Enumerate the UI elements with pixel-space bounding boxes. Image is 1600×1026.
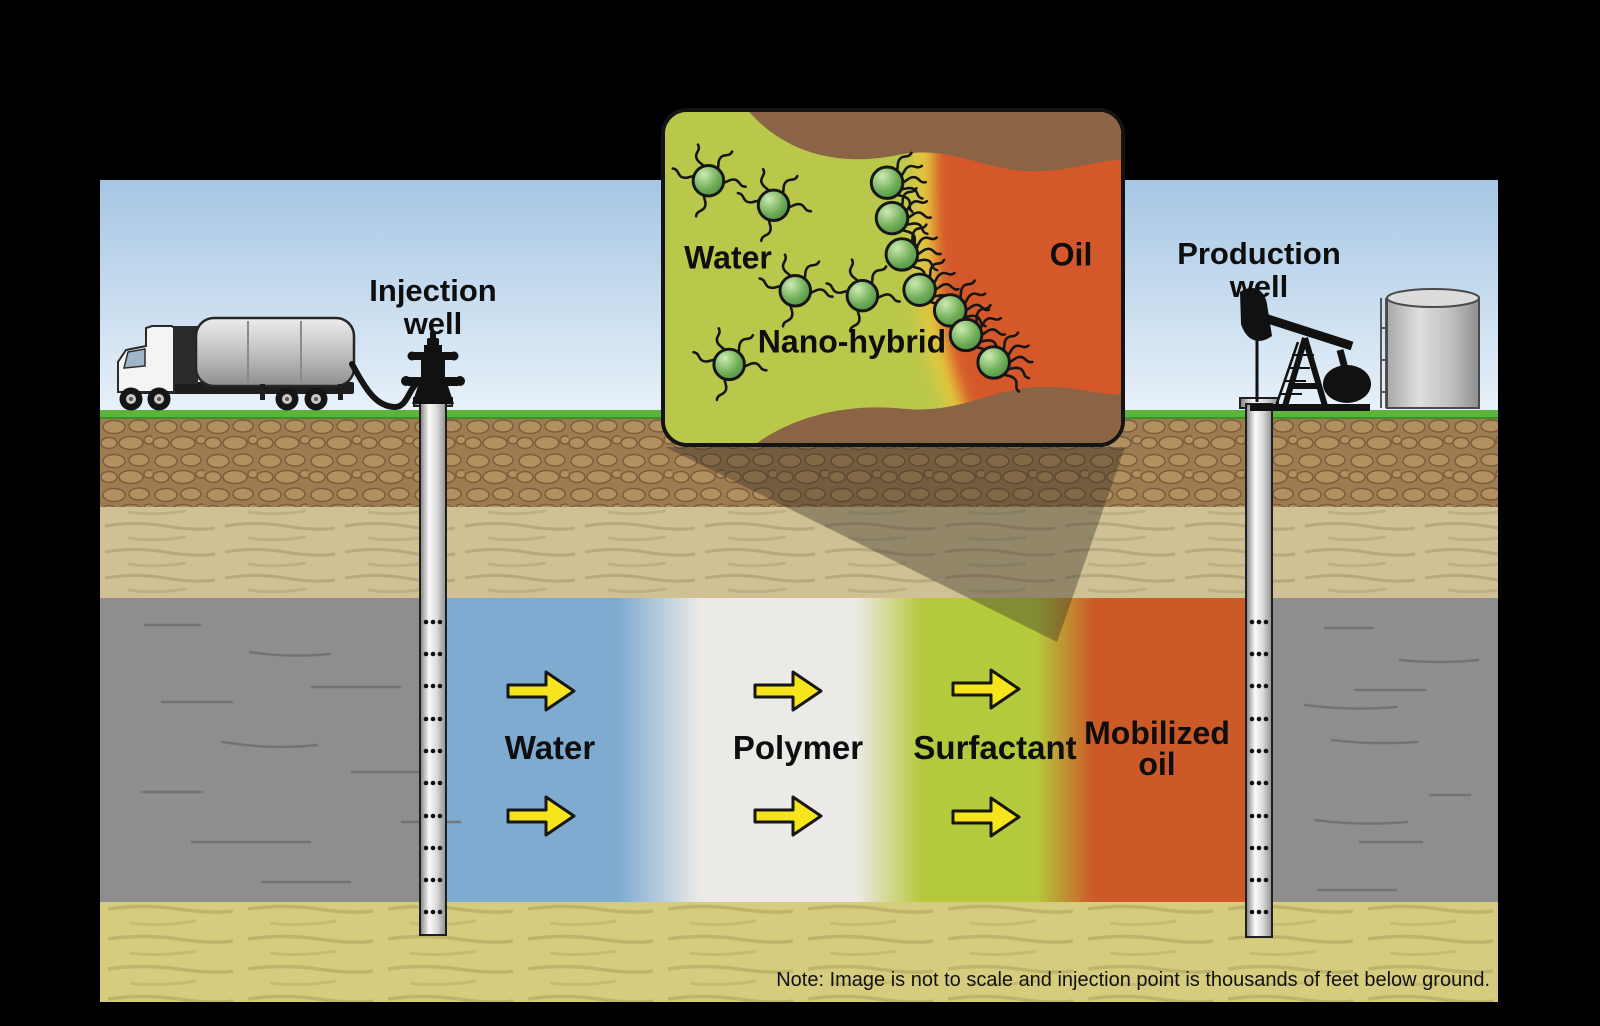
- injection-hose: [349, 361, 419, 410]
- polymer-band-label: Polymer: [732, 729, 864, 766]
- inset-art: [665, 112, 1121, 443]
- inset-callout-cone: [665, 447, 1125, 642]
- surfactant-band-label: Surfactant: [913, 729, 1077, 766]
- flood-bands: [446, 598, 1266, 902]
- production-well-pipe: [1239, 397, 1279, 938]
- truck-wheels: [119, 387, 328, 411]
- pumpjack-icon: [1240, 288, 1371, 411]
- production-well-label-line1: Production: [1177, 236, 1341, 271]
- production-well-label-line2: well: [1229, 269, 1289, 304]
- inset-rock-bottom: [757, 386, 1121, 443]
- mobilized-oil-label-line1: Mobilized: [1084, 715, 1230, 751]
- scale-note: Note: Image is not to scale and injectio…: [776, 969, 1490, 991]
- mobilized-oil-label-line2: oil: [1138, 746, 1176, 782]
- inset-rock-top: [749, 112, 1121, 172]
- mobilized-oil-label: Mobilized oil: [1084, 715, 1230, 782]
- injection-well-label-line2: well: [403, 306, 463, 341]
- sand-layer: [100, 507, 1498, 598]
- water-band-label: Water: [504, 729, 596, 766]
- rock-streaks: [140, 623, 1480, 892]
- storage-tank-icon: [1380, 288, 1480, 409]
- production-well-label: Production well: [1177, 237, 1341, 303]
- inset-oil-label: Oil: [1049, 236, 1093, 273]
- inset-nano-hybrid-label: Nano-hybrid: [757, 323, 947, 360]
- inset-water-label: Water: [684, 239, 772, 276]
- injection-well-label-line1: Injection: [369, 273, 497, 308]
- injection-wellhead-icon: [401, 332, 465, 404]
- cross-section: Injection well Production well Water Pol…: [100, 180, 1498, 1002]
- cross-section-art: [100, 180, 1498, 1002]
- tanker-truck-icon: [117, 316, 419, 411]
- nano-hybrid-inset: Water Nano-hybrid Oil: [661, 108, 1125, 447]
- injection-well-label: Injection well: [369, 274, 496, 340]
- injection-well-pipe: [413, 397, 453, 936]
